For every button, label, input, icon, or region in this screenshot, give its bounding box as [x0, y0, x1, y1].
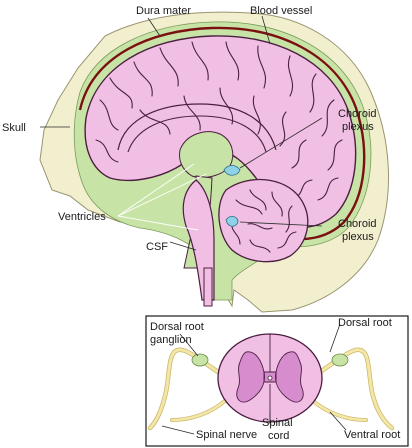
label-dorsal-root-ganglion-2: ganglion — [150, 334, 192, 346]
cerebellum — [218, 178, 309, 263]
dura-mater-leader — [147, 17, 161, 37]
label-choroid-plexus-upper-1: Choroid — [338, 108, 377, 120]
label-ventral-root: Ventral root — [344, 429, 400, 441]
label-skull: Skull — [2, 122, 26, 134]
label-dorsal-root-ganglion-1: Dorsal root — [150, 321, 204, 333]
label-csf: CSF — [146, 241, 168, 253]
csf-leader — [169, 241, 197, 251]
label-dura-mater: Dura mater — [136, 5, 191, 17]
right-dorsal-root-ganglion — [331, 353, 349, 367]
spinal-nerve-leader — [161, 425, 195, 435]
dorsal-root-ganglion-leader — [179, 333, 199, 357]
dorsal-root-leader — [329, 323, 341, 353]
left-dorsal-root-ganglion — [191, 353, 209, 367]
choroid-plexus-lower-leader — [239, 221, 323, 227]
blood-vessel-leader — [261, 15, 271, 45]
label-choroid-plexus-lower-1: Choroid — [338, 218, 377, 230]
choroid-plexus-upper-leader — [239, 117, 323, 169]
label-spinal-nerve: Spinal nerve — [196, 429, 257, 441]
dura-mater-line — [78, 26, 366, 241]
label-choroid-plexus-upper-2: plexus — [342, 121, 374, 133]
label-choroid-plexus-lower-2: plexus — [342, 231, 374, 243]
label-blood-vessel: Blood vessel — [250, 5, 312, 17]
choroid-plexus-lower-mark — [225, 216, 239, 227]
ventral-root-leader — [329, 411, 347, 431]
label-ventricles: Ventricles — [58, 211, 106, 223]
label-spinal-cord-2: cord — [268, 430, 289, 442]
label-dorsal-root: Dorsal root — [338, 317, 392, 329]
choroid-plexus-upper-mark — [223, 165, 241, 176]
central-canal — [267, 375, 273, 381]
label-spinal-cord-1: Spinal — [262, 417, 293, 429]
spinal-cord-upper — [203, 267, 213, 307]
spinal-cord-inset: Dorsal root ganglion Dorsal root Spinal … — [145, 315, 409, 447]
ventricles-leaders — [117, 163, 207, 231]
